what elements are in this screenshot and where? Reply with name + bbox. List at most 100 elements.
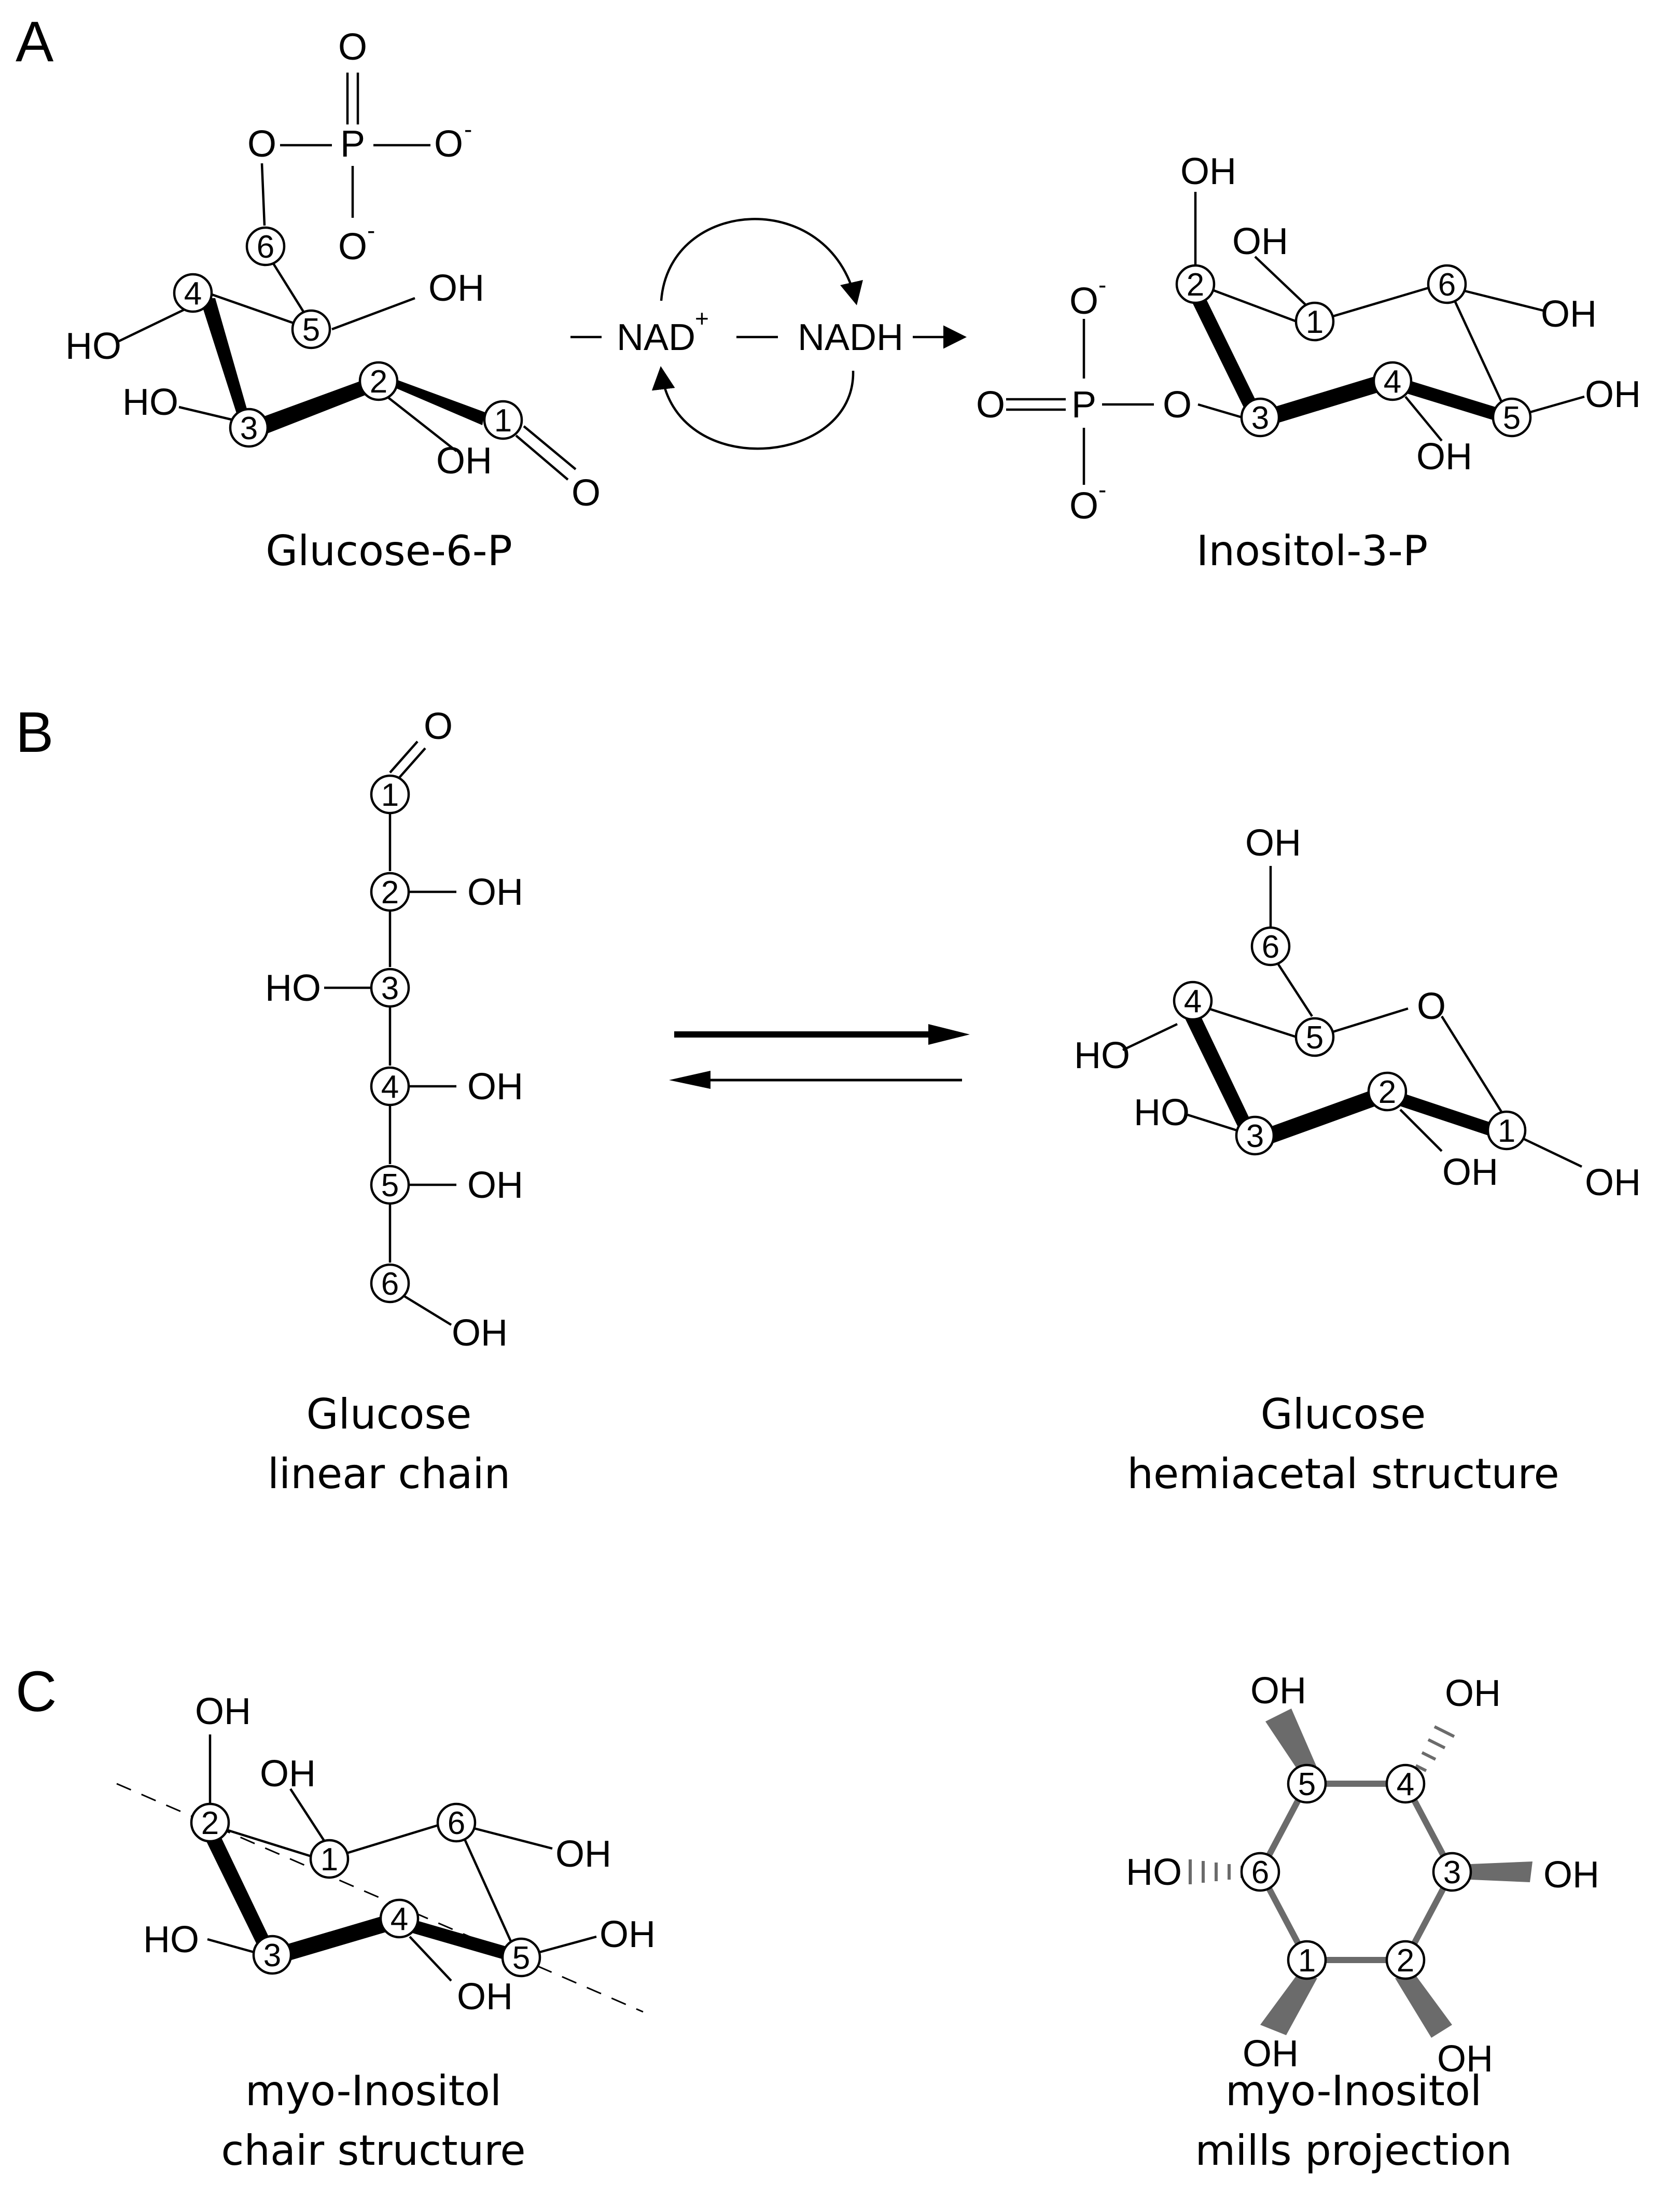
wedge-bond [1184, 1014, 1258, 1141]
carbon-3 [1235, 1115, 1275, 1156]
charge-minus: - [1098, 271, 1106, 298]
bond [1197, 403, 1243, 419]
carbon-4 [370, 1066, 410, 1107]
carbon-5 [1294, 1017, 1335, 1057]
bond [397, 747, 426, 780]
carbon-4 [1372, 361, 1413, 401]
bond [228, 1829, 312, 1858]
bond [383, 393, 457, 452]
hydroxyl-group: OH [1541, 293, 1597, 335]
carbon-2 [1175, 264, 1216, 304]
carbon-5 [1492, 397, 1532, 438]
charge-minus: - [1098, 476, 1106, 503]
carbon-number: 4 [1384, 364, 1401, 400]
hydroxyl-group: OH [436, 440, 492, 482]
hydroxyl-group: OH [1232, 221, 1288, 262]
hydroxyl-group: OH [600, 1914, 656, 1955]
wedge-bond [407, 1919, 508, 1960]
carbon-1 [309, 1839, 350, 1879]
wedge-bond [1395, 1976, 1452, 2038]
carbon-6 [1427, 264, 1467, 304]
oxygen-atom: O [338, 26, 367, 68]
hydroxyl-group: HO [143, 1919, 199, 1961]
carbon-number: 5 [512, 1940, 530, 1976]
bond [1441, 1015, 1508, 1121]
carbon-number: 5 [1298, 1767, 1316, 1802]
glucose-6-p-structure: O O P O - O - HO HO OH OH O 6 4 5 2 3 1 [65, 26, 601, 514]
caption-myo-mills-1: myo-Inositol [1225, 2067, 1482, 2115]
carbon-number: 3 [263, 1938, 281, 1973]
carbon-number: 4 [391, 1901, 408, 1937]
carbon-3 [370, 968, 410, 1008]
hydroxyl-group: OH [467, 872, 523, 913]
hydroxyl-group: OH [1180, 151, 1236, 192]
carbon-number: 6 [1251, 1855, 1269, 1891]
carbon-6 [1240, 1852, 1280, 1892]
bond [116, 304, 192, 344]
carbon-1 [483, 400, 523, 440]
arrow-head [669, 1071, 710, 1089]
carbon-1 [1294, 301, 1335, 342]
panel-label-c: C [16, 1660, 57, 1724]
carbon-number: 4 [381, 1069, 399, 1105]
wedge-bond [1400, 379, 1504, 423]
wedge-bond [1395, 1091, 1491, 1136]
hydroxyl-group: OH [1585, 374, 1641, 415]
hydroxyl-group: OH [1437, 2038, 1493, 2080]
oxygen-atom: O [1069, 281, 1098, 322]
bond [463, 1838, 515, 1948]
bond [1332, 1007, 1409, 1033]
carbon-number: 1 [321, 1842, 338, 1878]
hydroxyl-group: OH [1585, 1162, 1641, 1203]
bond [539, 1935, 597, 1954]
carbon-3 [229, 408, 269, 448]
hydroxyl-group: OH [1445, 1673, 1501, 1714]
bond [1399, 1109, 1443, 1152]
carbon-number: 3 [240, 411, 258, 446]
carbon-2 [190, 1802, 230, 1843]
carbon-4 [1385, 1763, 1426, 1804]
caption-glucose-hemi-1: Glucose [1261, 1390, 1426, 1438]
carbon-number: 1 [1306, 304, 1323, 340]
carbon-5 [1287, 1763, 1327, 1804]
curved-arrow-bottom [651, 366, 855, 450]
wedge-bond [386, 376, 485, 425]
hydroxyl-group: OH [1250, 1670, 1306, 1712]
bond [289, 1788, 325, 1842]
bond [523, 425, 577, 470]
carbon-5 [370, 1165, 410, 1205]
carbon-number: 3 [381, 971, 399, 1006]
carbon-2 [358, 361, 399, 401]
oxygen-atom: O [976, 384, 1005, 426]
ring-hexagon [1257, 1781, 1456, 1963]
bond [1332, 286, 1429, 318]
carbon-number: 4 [184, 276, 202, 312]
hydroxyl-group: OH [452, 1312, 508, 1354]
wedge-bond [254, 374, 381, 436]
caption-myo-chair-1: myo-Inositol [245, 2067, 501, 2115]
hydroxyl-group: OH [260, 1753, 316, 1795]
bond [1462, 289, 1546, 313]
carbon-number: 1 [381, 777, 399, 813]
curved-arrow-top [660, 218, 863, 305]
bond [515, 435, 569, 481]
bond [1213, 289, 1297, 323]
panel-label-b: B [16, 701, 53, 764]
hydroxyl-group: OH [1543, 1854, 1599, 1896]
carbon-number: 4 [1397, 1767, 1414, 1802]
ring-oxygen: O [1417, 986, 1446, 1027]
charge-minus: - [464, 116, 472, 143]
carbon-2 [370, 872, 410, 912]
carbon-number: 2 [1378, 1074, 1396, 1110]
bond [1277, 963, 1313, 1017]
caption-glucose-linear-2: linear chain [268, 1450, 510, 1498]
carbon-2 [1367, 1071, 1408, 1112]
bond [1254, 256, 1308, 307]
carbon-number: 3 [1443, 1855, 1461, 1891]
bond [1122, 1023, 1178, 1052]
carbon-number: 2 [201, 1805, 219, 1841]
caption-glucose-linear-1: Glucose [306, 1390, 472, 1438]
hydroxyl-group: HO [1126, 1852, 1182, 1893]
